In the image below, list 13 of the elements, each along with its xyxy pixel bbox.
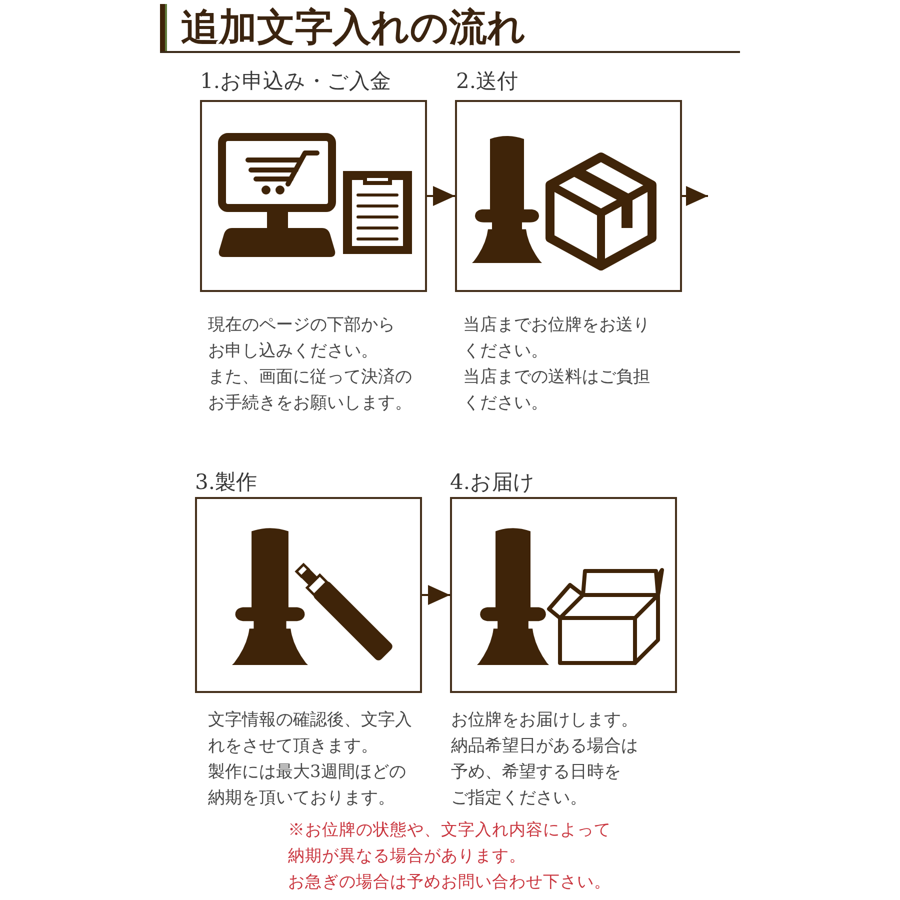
step-heading: 2.送付 <box>456 68 518 95</box>
step-description: お位牌をお届けします。納品希望日がある場合は予め、希望する日時をご指定ください。 <box>451 709 638 810</box>
step-heading: 1.お申込み・ご入金 <box>200 68 392 95</box>
note: ※お位牌の状態や、文字入れ内容によって納期が異なる場合があります。お急ぎの場合は予めお問い合わせ下さい。 <box>288 819 611 893</box>
arrow <box>682 186 708 206</box>
step-heading: 4.お届け <box>450 469 536 496</box>
arrow <box>422 585 450 605</box>
title: 追加文字入れの流れ <box>181 4 526 50</box>
step-description: 現在のページの下部からお申し込みください。また、画面に従って決済のお手続きをお願いします。 <box>208 314 412 415</box>
step-description: 当店までお位牌をお送りください。当店までの送料はご負担ください。 <box>463 314 650 415</box>
arrow <box>427 186 455 206</box>
step-heading: 3.製作 <box>195 469 258 496</box>
step-description: 文字情報の確認後、文字入れをさせて頂きます。製作には最大3週間ほどの納期を頂いております。 <box>208 709 412 810</box>
